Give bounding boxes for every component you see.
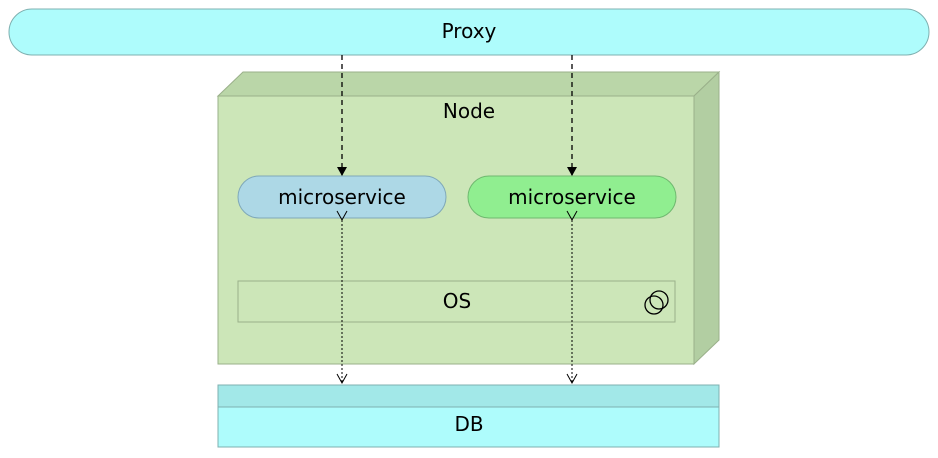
microservice-1: microservice <box>237 175 447 219</box>
microservice-1-label: microservice <box>278 185 406 209</box>
proxy-label: Proxy <box>442 19 497 43</box>
node-top-face <box>216 71 721 97</box>
proxy-box: Proxy <box>8 8 930 56</box>
node-front-face <box>217 95 695 365</box>
node-label: Node <box>443 99 495 123</box>
proxy-shape <box>8 8 930 56</box>
microservice-2-label: microservice <box>508 185 636 209</box>
db-label: DB <box>454 412 483 436</box>
os-box: OS <box>237 280 676 323</box>
db-top-band <box>217 384 720 408</box>
db-box: DB <box>217 384 720 448</box>
db-body <box>217 406 720 448</box>
microservice-2: microservice <box>467 175 677 219</box>
node-side-face <box>693 70 720 366</box>
overlapping-circles-icon <box>644 290 669 315</box>
os-shape <box>237 280 676 323</box>
os-label: OS <box>443 289 471 313</box>
